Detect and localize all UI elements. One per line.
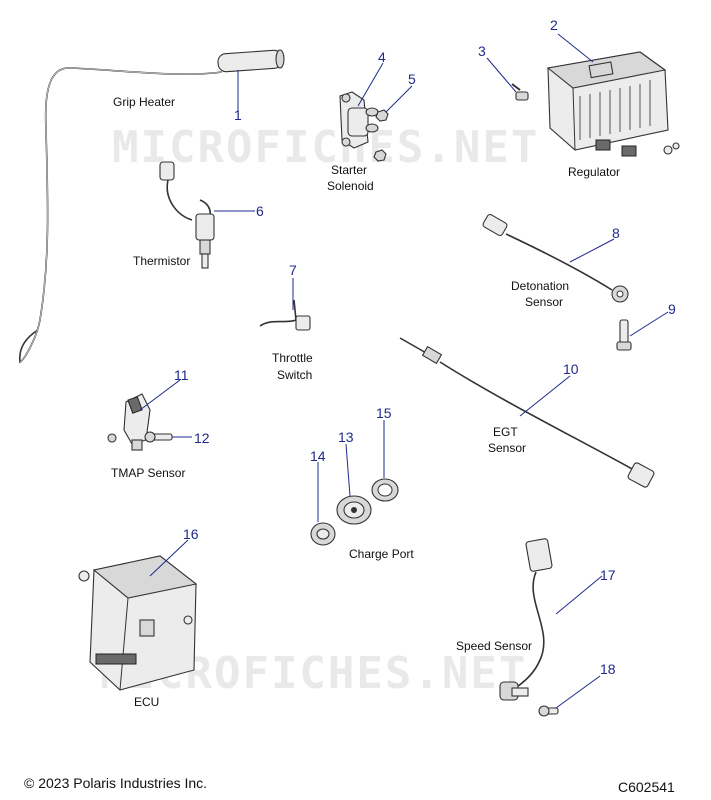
callout-11: 11	[174, 367, 189, 383]
bolt-9-part	[616, 319, 632, 351]
label-egt-2: Sensor	[488, 441, 526, 455]
callout-7: 7	[289, 262, 297, 278]
leader-4	[357, 62, 384, 107]
callout-10: 10	[563, 361, 579, 377]
label-tmap: TMAP Sensor	[111, 466, 185, 480]
watermark-top: MICROFICHES.NET	[112, 122, 539, 173]
leader-5	[385, 85, 413, 113]
egt-sensor-part	[399, 337, 655, 488]
detonation-sensor-part	[482, 213, 629, 303]
bolt-18-part	[538, 705, 559, 717]
label-thermistor: Thermistor	[133, 254, 190, 268]
leader-11	[139, 379, 181, 411]
bolt-3-part	[511, 83, 529, 101]
ecu-part	[78, 555, 198, 691]
grip-heater-part	[19, 49, 285, 364]
callout-1: 1	[234, 107, 242, 123]
leader-3	[486, 57, 517, 93]
label-speed-sensor: Speed Sensor	[456, 639, 532, 653]
callout-4: 4	[378, 49, 386, 65]
label-starter-2: Solenoid	[327, 179, 374, 193]
nut-5-part	[373, 109, 389, 162]
leader-2	[557, 33, 594, 63]
regulator-part	[546, 51, 680, 157]
callout-2: 2	[550, 17, 558, 33]
leader-17	[555, 575, 603, 615]
speed-sensor-part	[499, 538, 553, 701]
callout-17: 17	[600, 567, 616, 583]
leader-10	[519, 375, 571, 417]
callout-9: 9	[668, 301, 676, 317]
charge-port-part	[310, 478, 399, 546]
label-egt-1: EGT	[493, 425, 518, 439]
leader-13	[345, 443, 351, 497]
label-throttle-2: Switch	[277, 368, 312, 382]
callout-15: 15	[376, 405, 392, 421]
thermistor-part	[159, 161, 215, 269]
callout-5: 5	[408, 71, 416, 87]
copyright-text: © 2023 Polaris Industries Inc.	[24, 775, 207, 791]
tmap-sensor-part	[107, 393, 151, 451]
screw-12-part	[144, 431, 173, 443]
label-regulator: Regulator	[568, 165, 620, 179]
diagram-code: C602541	[618, 779, 675, 795]
label-grip-heater: Grip Heater	[113, 95, 175, 109]
callout-8: 8	[612, 225, 620, 241]
label-starter-1: Starter	[331, 163, 367, 177]
label-detonation-2: Sensor	[525, 295, 563, 309]
throttle-switch-part	[259, 299, 311, 331]
callout-12: 12	[194, 430, 210, 446]
callout-14: 14	[310, 448, 326, 464]
callout-6: 6	[256, 203, 264, 219]
leader-18	[555, 675, 601, 709]
callout-13: 13	[338, 429, 354, 445]
leader-8	[569, 238, 615, 263]
callout-16: 16	[183, 526, 199, 542]
label-throttle-1: Throttle	[272, 351, 313, 365]
label-charge-port: Charge Port	[349, 547, 414, 561]
label-ecu: ECU	[134, 695, 159, 709]
callout-18: 18	[600, 661, 616, 677]
callout-3: 3	[478, 43, 486, 59]
label-detonation-1: Detonation	[511, 279, 569, 293]
leader-9	[629, 311, 669, 337]
leader-16	[149, 539, 189, 577]
